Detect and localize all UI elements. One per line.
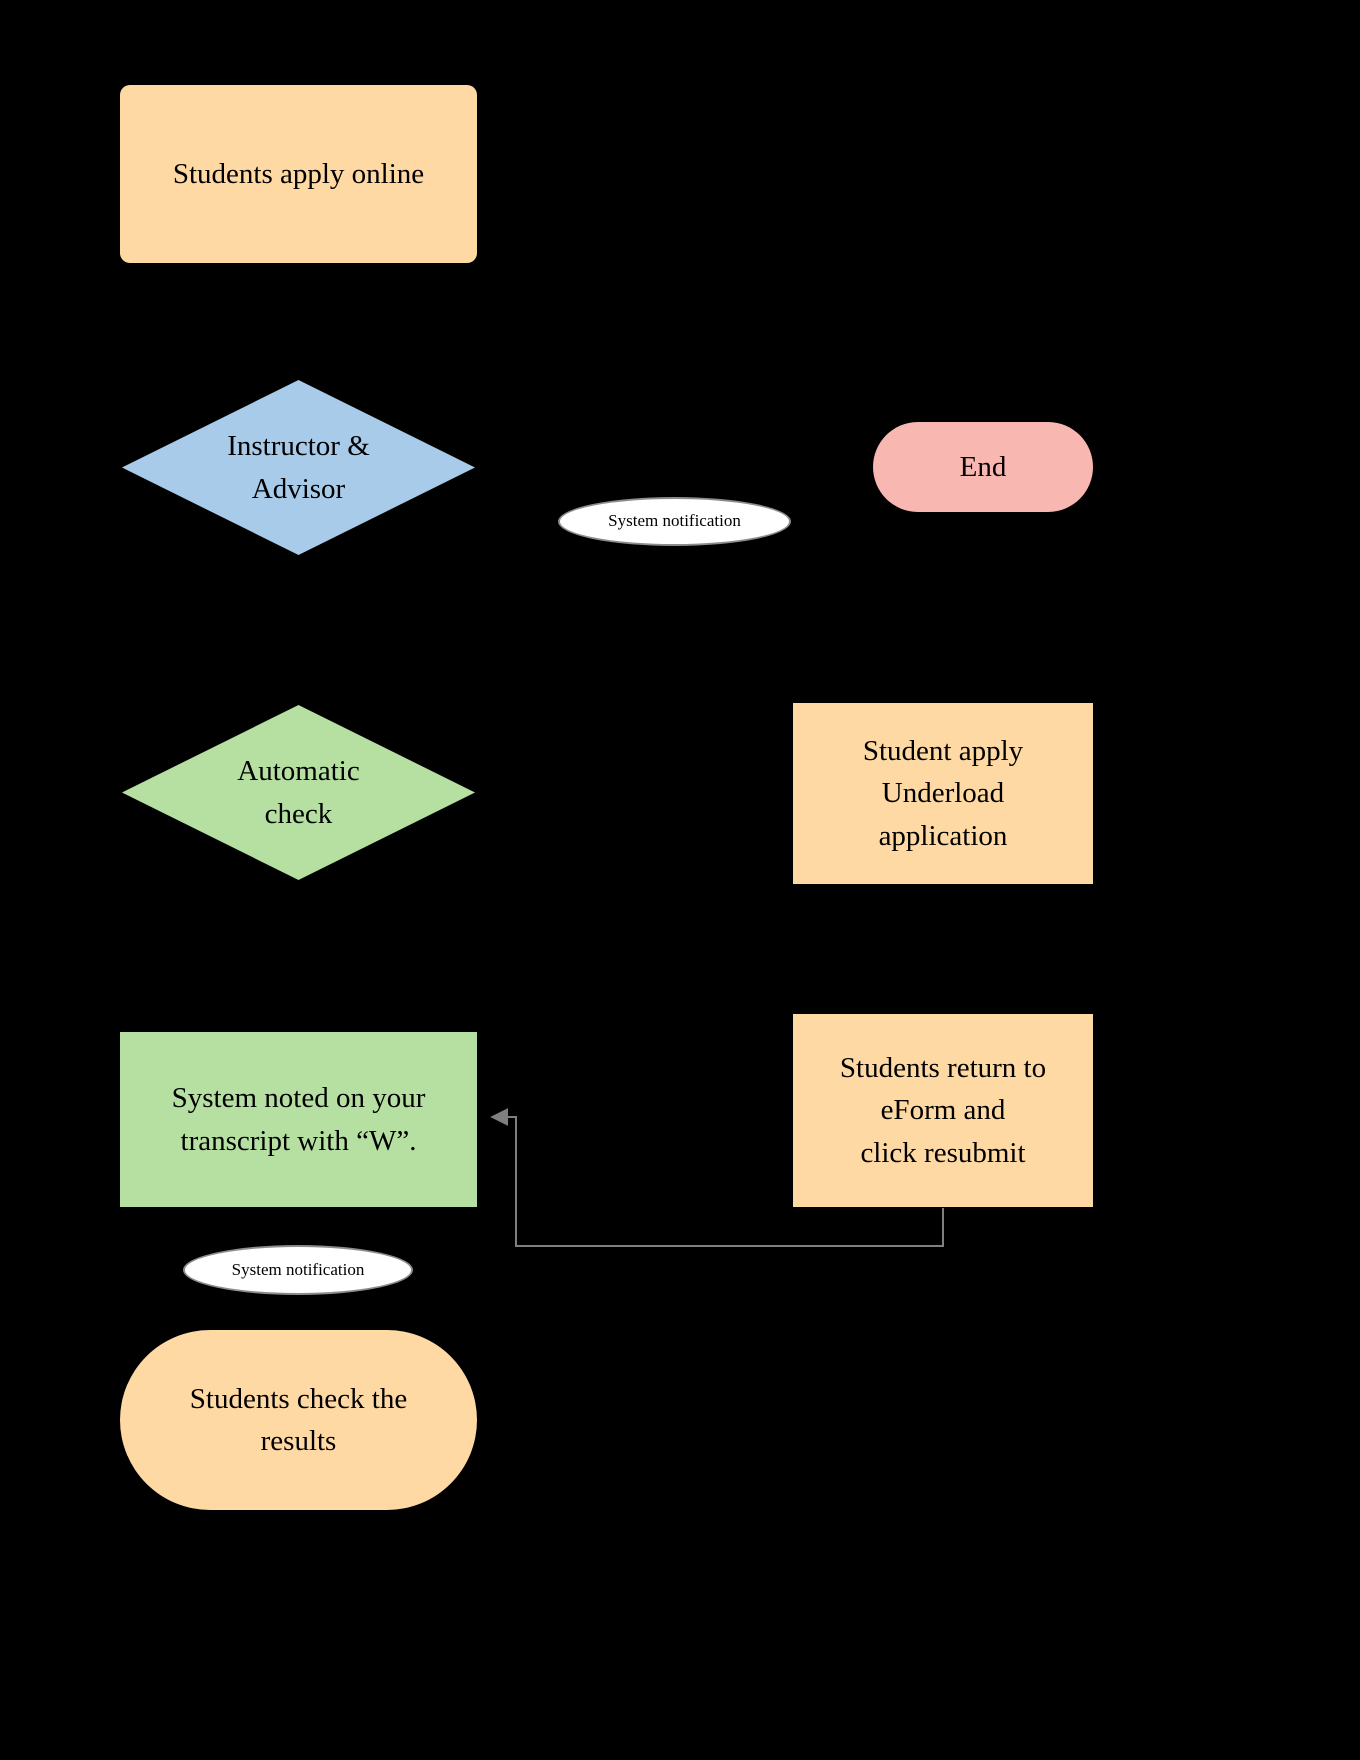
node-students-return-eform-resubmit: Students return to eForm and click resub… — [793, 1014, 1093, 1207]
node-system-noted-transcript-w: System noted on your transcript with “W”… — [120, 1032, 477, 1207]
node-system-notification-top: System notification — [558, 497, 791, 546]
node-end-label: End — [959, 450, 1007, 483]
node-check-results-label: Students check the results — [189, 1382, 408, 1457]
node-automatic-check-decision: Automatic check — [122, 705, 475, 880]
node-system-notification-top-label: System notification — [608, 511, 741, 531]
node-return-eform-label: Students return to eForm and click resub… — [839, 1052, 1047, 1169]
node-instructor-advisor-decision: Instructor & Advisor — [122, 380, 475, 555]
node-system-notification-bottom-label: System notification — [231, 1259, 365, 1279]
node-transcript-w-label: System noted on your transcript with “W”… — [171, 1082, 426, 1157]
node-students-apply-online: Students apply online — [120, 85, 477, 263]
node-system-notification-bottom: System notification — [183, 1245, 413, 1295]
node-underload-application-label: Student apply Underload application — [862, 735, 1024, 852]
node-end-terminator: End — [873, 422, 1093, 512]
node-students-check-results: Students check the results — [120, 1330, 477, 1510]
node-instructor-advisor-label: Instructor & Advisor — [227, 430, 370, 505]
node-students-apply-online-label: Students apply online — [172, 157, 425, 190]
node-automatic-check-label: Automatic check — [237, 755, 360, 830]
node-student-apply-underload-application: Student apply Underload application — [793, 703, 1093, 884]
